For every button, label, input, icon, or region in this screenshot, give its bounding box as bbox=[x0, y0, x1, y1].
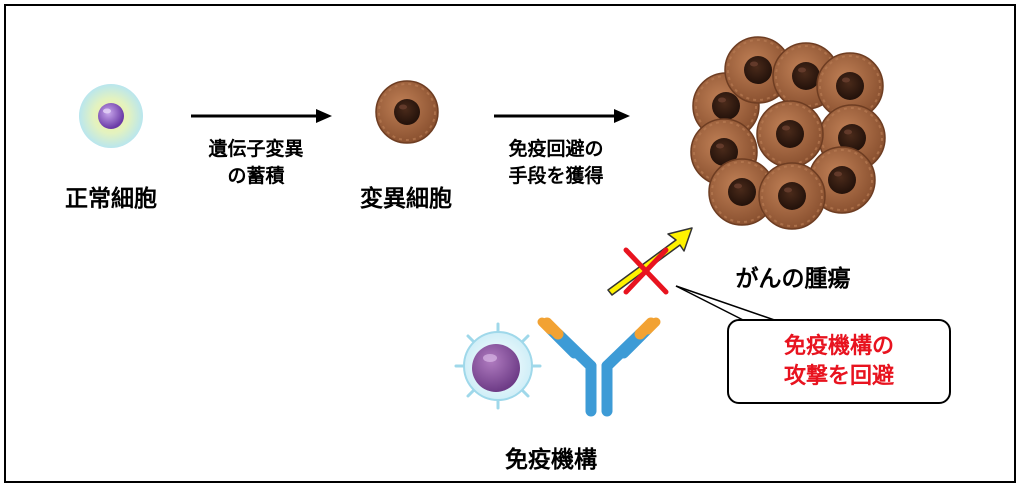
antibody-icon bbox=[537, 317, 661, 417]
evasion-callout: 免疫機構の 攻撃を回避 bbox=[727, 319, 951, 404]
callout-line1: 免疫機構の bbox=[783, 333, 894, 359]
tumor-cluster-icon bbox=[690, 36, 886, 230]
evasion-label-line2: 手段を獲得 bbox=[508, 165, 604, 187]
progression-arrow-2 bbox=[494, 109, 630, 123]
immune-label: 免疫機構 bbox=[505, 447, 597, 473]
mutant-cell-icon bbox=[375, 80, 439, 144]
evasion-label: 免疫回避の 手段を獲得 bbox=[486, 136, 626, 190]
evasion-label-line1: 免疫回避の bbox=[508, 138, 604, 160]
blocked-attack-arrow-icon bbox=[607, 227, 693, 296]
progression-arrow-1 bbox=[191, 109, 332, 123]
callout-line2: 攻撃を回避 bbox=[783, 363, 894, 389]
tumor-label: がんの腫瘍 bbox=[735, 266, 851, 292]
normal-cell-label: 正常細胞 bbox=[65, 186, 157, 212]
mutant-cell-label: 変異細胞 bbox=[360, 186, 452, 212]
diagram-frame: 正常細胞 遺伝子変異 の蓄積 変異細胞 免疫回避の 手段を獲得 がんの腫瘍 免疫… bbox=[4, 4, 1016, 483]
mutation-label: 遺伝子変異 の蓄積 bbox=[186, 136, 326, 190]
diagram-graphics bbox=[79, 36, 886, 417]
immune-cell-icon bbox=[454, 322, 542, 410]
normal-cell-icon bbox=[79, 84, 143, 148]
mutation-label-line1: 遺伝子変異 bbox=[208, 138, 304, 160]
callout-pointer bbox=[675, 285, 787, 325]
mutation-label-line2: の蓄積 bbox=[227, 165, 285, 187]
